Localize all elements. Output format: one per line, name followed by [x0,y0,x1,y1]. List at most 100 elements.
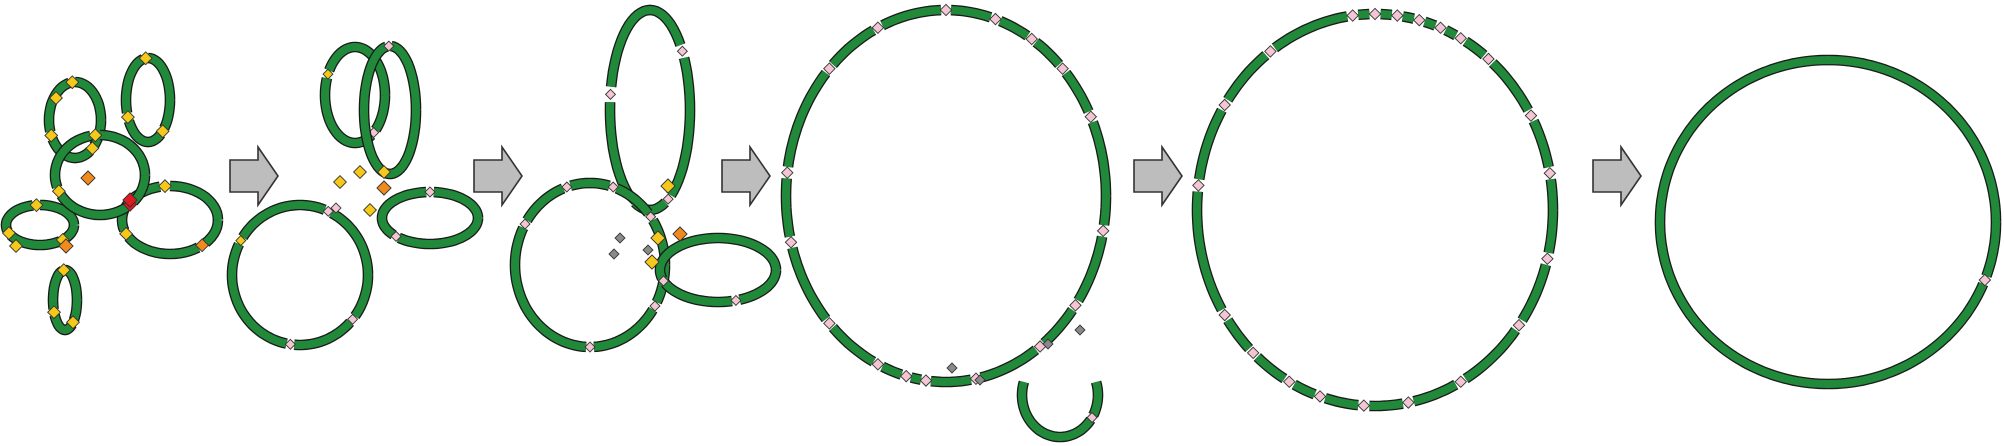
node-pink [939,3,953,17]
node-pink [871,358,885,371]
segment [1518,263,1550,323]
stage-1-tangled-graph [0,51,224,336]
node-pink [1086,411,1098,424]
node-gray [642,244,654,256]
node-pink [1218,308,1232,322]
segment [57,192,129,220]
segment [510,226,587,351]
node-pink [604,88,617,100]
node-pink [1282,375,1296,389]
segment [203,219,222,246]
segment [998,17,1030,40]
segment [1089,120,1110,197]
node-pink [649,300,661,312]
stage-6-circle [1654,54,2002,390]
segment [1195,108,1226,180]
node-pink [607,181,619,193]
node-yellow [660,178,676,194]
node-pink [1346,9,1359,22]
segment [1,201,34,233]
node-yellow [51,184,66,199]
segment [1033,39,1063,68]
segment [1546,178,1557,211]
node-pink [383,40,395,52]
segment [1529,119,1553,169]
node-pink [989,12,1002,26]
segment [433,188,482,219]
node-gray [608,248,620,260]
node-yellow [650,230,666,246]
segment [667,56,695,198]
node-pink [1096,224,1110,238]
node-yellow [155,124,170,139]
segment [1544,209,1557,254]
node-orange [80,170,96,186]
node-gray [946,362,958,374]
stage-3-graph [509,4,782,353]
node-yellow [362,202,378,218]
segment [607,5,685,88]
node-pink [730,294,742,307]
node-yellow [47,305,62,320]
segment [1463,37,1487,59]
node-yellow [66,315,81,330]
node-yellow [119,226,134,241]
node-pink [1025,32,1039,46]
node-pink [1192,179,1205,192]
segment [397,217,482,249]
segment [351,274,372,319]
segment [784,70,830,168]
node-orange [195,238,210,253]
segment [48,137,94,163]
node-yellow [44,128,59,143]
segment [1380,10,1393,19]
node-pink [784,235,798,249]
segment [1412,381,1458,406]
node-orange [58,238,74,254]
segment [160,99,174,130]
node-pink [561,181,573,193]
node-yellow [56,263,71,278]
segment [147,54,174,101]
segment [1272,12,1348,52]
arrow-5 [1592,144,1642,208]
segment [390,42,420,111]
node-yellow [85,141,100,156]
node-yellow [8,238,24,254]
segment [1074,235,1107,303]
node-pink [1313,390,1327,403]
node-pink [519,218,531,230]
segment [125,234,200,259]
node-pink [1246,346,1260,360]
segment [662,280,733,306]
segment [1402,12,1415,23]
segment [1041,307,1076,346]
node-yellow [332,174,348,190]
segment [62,224,78,242]
segment [320,77,375,147]
node-pink [390,230,402,242]
segment [329,209,372,276]
node-gray [1042,338,1054,350]
segment [1254,354,1287,383]
node-pink [1454,375,1468,389]
segment [593,307,657,351]
segment [1100,195,1110,226]
node-pink [284,338,296,350]
segment [1489,60,1532,113]
stage-5-graph [1191,7,1559,412]
segment [930,375,972,387]
node-yellow [1,226,16,241]
segment [293,319,354,349]
node-red [122,192,138,208]
segment [39,201,78,226]
stage-2-graph [226,40,484,351]
segment [605,102,633,198]
node-pink [1084,110,1098,124]
node-yellow [120,110,135,125]
segment [1062,70,1093,114]
segment [979,346,1039,382]
segment [1017,380,1095,442]
segment [50,313,76,335]
